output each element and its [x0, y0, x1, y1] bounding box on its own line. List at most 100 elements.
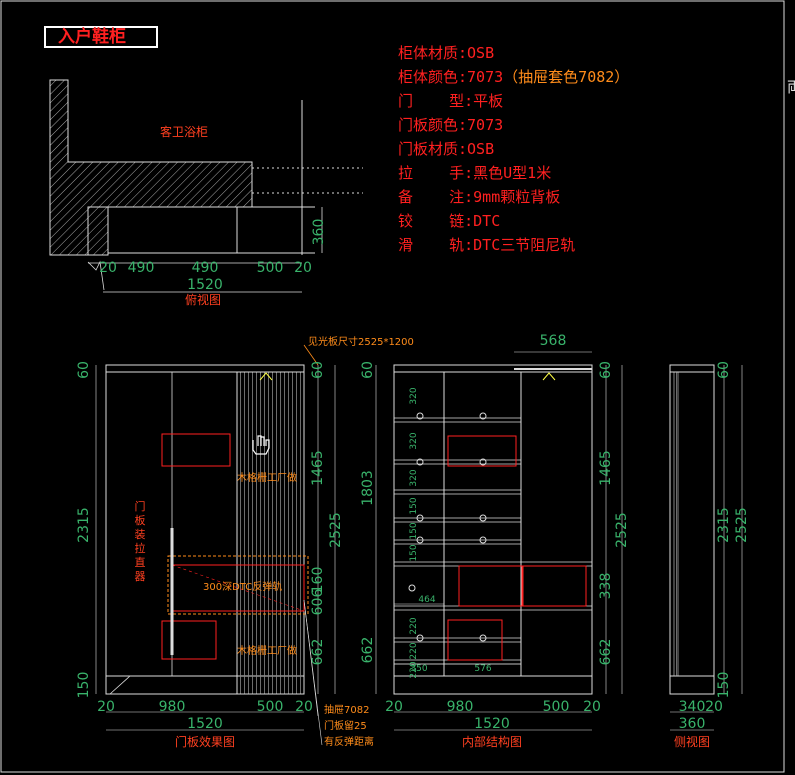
spec-label: 铰 链:: [398, 212, 474, 230]
front-dim-right-1: 1465: [310, 450, 326, 486]
spec-row: 门板材质:OSB: [398, 138, 494, 159]
front-dim-right-4: 606: [310, 589, 326, 616]
interior-dim-bottom-2: 500: [543, 699, 570, 715]
spec-row: 拉 手:黑色U型1米: [398, 162, 551, 183]
front-strip-lower: 木格栅工厂做: [237, 644, 297, 657]
side-view: [669, 364, 743, 731]
spec-value: OSB: [467, 44, 495, 62]
plan-dim-0: 20: [99, 260, 117, 276]
interior-view: [375, 351, 623, 731]
spec-value: 黑色U型1米: [473, 164, 552, 182]
front-strip-upper: 木格栅工厂做: [237, 471, 297, 484]
interior-dim-bottom-1: 980: [447, 699, 474, 715]
front-dim-bottom-3: 20: [295, 699, 313, 715]
interior-dim-left-1: 1803: [360, 470, 376, 506]
front-handle-note: 门 板 装 拉 直 器: [135, 499, 146, 583]
front-dim-total: 1520: [187, 716, 223, 732]
front-dim-left-1: 2315: [76, 507, 92, 543]
spec-label: 门板颜色:: [398, 116, 468, 134]
spec-label: 门板材质:: [398, 140, 468, 158]
front-dim-left-0: 60: [76, 361, 92, 379]
spec-row: 铰 链:DTC: [398, 210, 500, 231]
plan-dim-depth: 360: [311, 219, 327, 246]
interior-dim-left-0: 60: [360, 361, 376, 379]
plan-dim-total: 1520: [187, 277, 223, 293]
handle-note-0: 门: [135, 499, 146, 513]
front-dim-right-5: 662: [310, 639, 326, 666]
shelf-dim-3: 150: [409, 497, 419, 514]
shelf-dim-5: 150: [409, 544, 419, 561]
spec-value: OSB: [467, 140, 495, 158]
spec-label: 滑 轨:: [398, 236, 474, 254]
spec-value: 7073: [467, 68, 504, 86]
interior-dim-left-2: 662: [360, 637, 376, 664]
shelf-dim-1: 320: [409, 432, 419, 449]
front-drawer-upper: [161, 433, 231, 467]
spec-row: 门 型:平板: [398, 90, 503, 111]
spec-label: 门 型:: [398, 92, 474, 110]
plan-cabinet-label: 客卫浴柜: [160, 124, 208, 139]
spec-value: 平板: [473, 92, 504, 110]
front-drawer-lower: [161, 620, 217, 660]
front-dim-right-2: 2525: [328, 512, 344, 548]
spec-row: 柜体材质:OSB: [398, 42, 494, 63]
interior-outline: [393, 364, 593, 695]
front-drawer-note: 300深DTC反弹轨: [203, 580, 282, 593]
spec-row: 备 注:9mm颗粒背板: [398, 186, 560, 207]
shelf-dim-2: 320: [409, 469, 419, 486]
side-dim-right-2: 2525: [734, 507, 750, 543]
interior-dim-bottom-0: 20: [385, 699, 403, 715]
spec-value: DTC: [473, 212, 501, 230]
interior-dim-right-0: 60: [598, 361, 614, 379]
interior-dim-right-3: 338: [598, 573, 614, 600]
side-outline: [669, 364, 715, 695]
shelf-dim-0: 320: [409, 387, 419, 404]
spec-value: 7073: [467, 116, 504, 134]
side-dim-right-3: 150: [716, 672, 732, 699]
side-caption: 侧视图: [674, 734, 710, 749]
interior-dim-right-4: 662: [598, 639, 614, 666]
side-dim-total: 360: [679, 716, 706, 732]
shelf-dim-7: 220: [409, 642, 419, 659]
plan-cabinet: [107, 206, 303, 254]
spec-row: 门板颜色:7073: [398, 114, 503, 135]
interior-dim-right-2: 2525: [614, 512, 630, 548]
plan-dim-4: 20: [294, 260, 312, 276]
spec-row: 滑 轨:DTC三节阻尼轨: [398, 234, 575, 255]
side-dim-bottom-0: 340: [679, 699, 706, 715]
front-note-top: 见光板尺寸2525*1200: [308, 335, 414, 348]
spec-extra: （抽屉套色7082）: [503, 68, 630, 86]
front-up-arrow: [259, 372, 273, 381]
shelf-dim-4: 150: [409, 522, 419, 539]
plan-left-panel: [87, 206, 109, 256]
spec-row: 柜体颜色:7073（抽屉套色7082）: [398, 66, 629, 87]
interior-dim-464: 464: [418, 595, 435, 605]
interior-dim-350: 350: [410, 664, 427, 674]
front-dim-bottom-0: 20: [97, 699, 115, 715]
side-dim-right-0: 60: [716, 361, 732, 379]
interior-caption: 内部结构图: [462, 734, 522, 749]
plan-dim-2: 490: [192, 260, 219, 276]
interior-dim-total: 1520: [474, 716, 510, 732]
plan-dim-1: 490: [128, 260, 155, 276]
handle-note-4: 直: [135, 555, 146, 569]
interior-dim-right-1: 1465: [598, 450, 614, 486]
spec-label: 柜体颜色:: [398, 68, 468, 86]
shelf-dim-8: 220: [409, 661, 419, 678]
edge-char: 両: [787, 78, 795, 96]
spec-label: 柜体材质:: [398, 44, 468, 62]
shelf-dim-6: 220: [409, 617, 419, 634]
front-note-bottom-1: 门板留25: [324, 719, 367, 732]
interior-dim-576: 576: [474, 664, 491, 674]
handle-note-3: 拉: [135, 541, 146, 555]
front-dim-right-0: 60: [310, 361, 326, 379]
front-dim-bottom-1: 980: [159, 699, 186, 715]
front-note-bottom-0: 抽屉7082: [324, 703, 369, 716]
handle-note-5: 器: [135, 570, 146, 583]
front-note-bottom-2: 有反弹距离: [324, 735, 374, 748]
spec-value: 9mm颗粒背板: [473, 188, 561, 206]
interior-dim-top: 568: [540, 333, 567, 349]
